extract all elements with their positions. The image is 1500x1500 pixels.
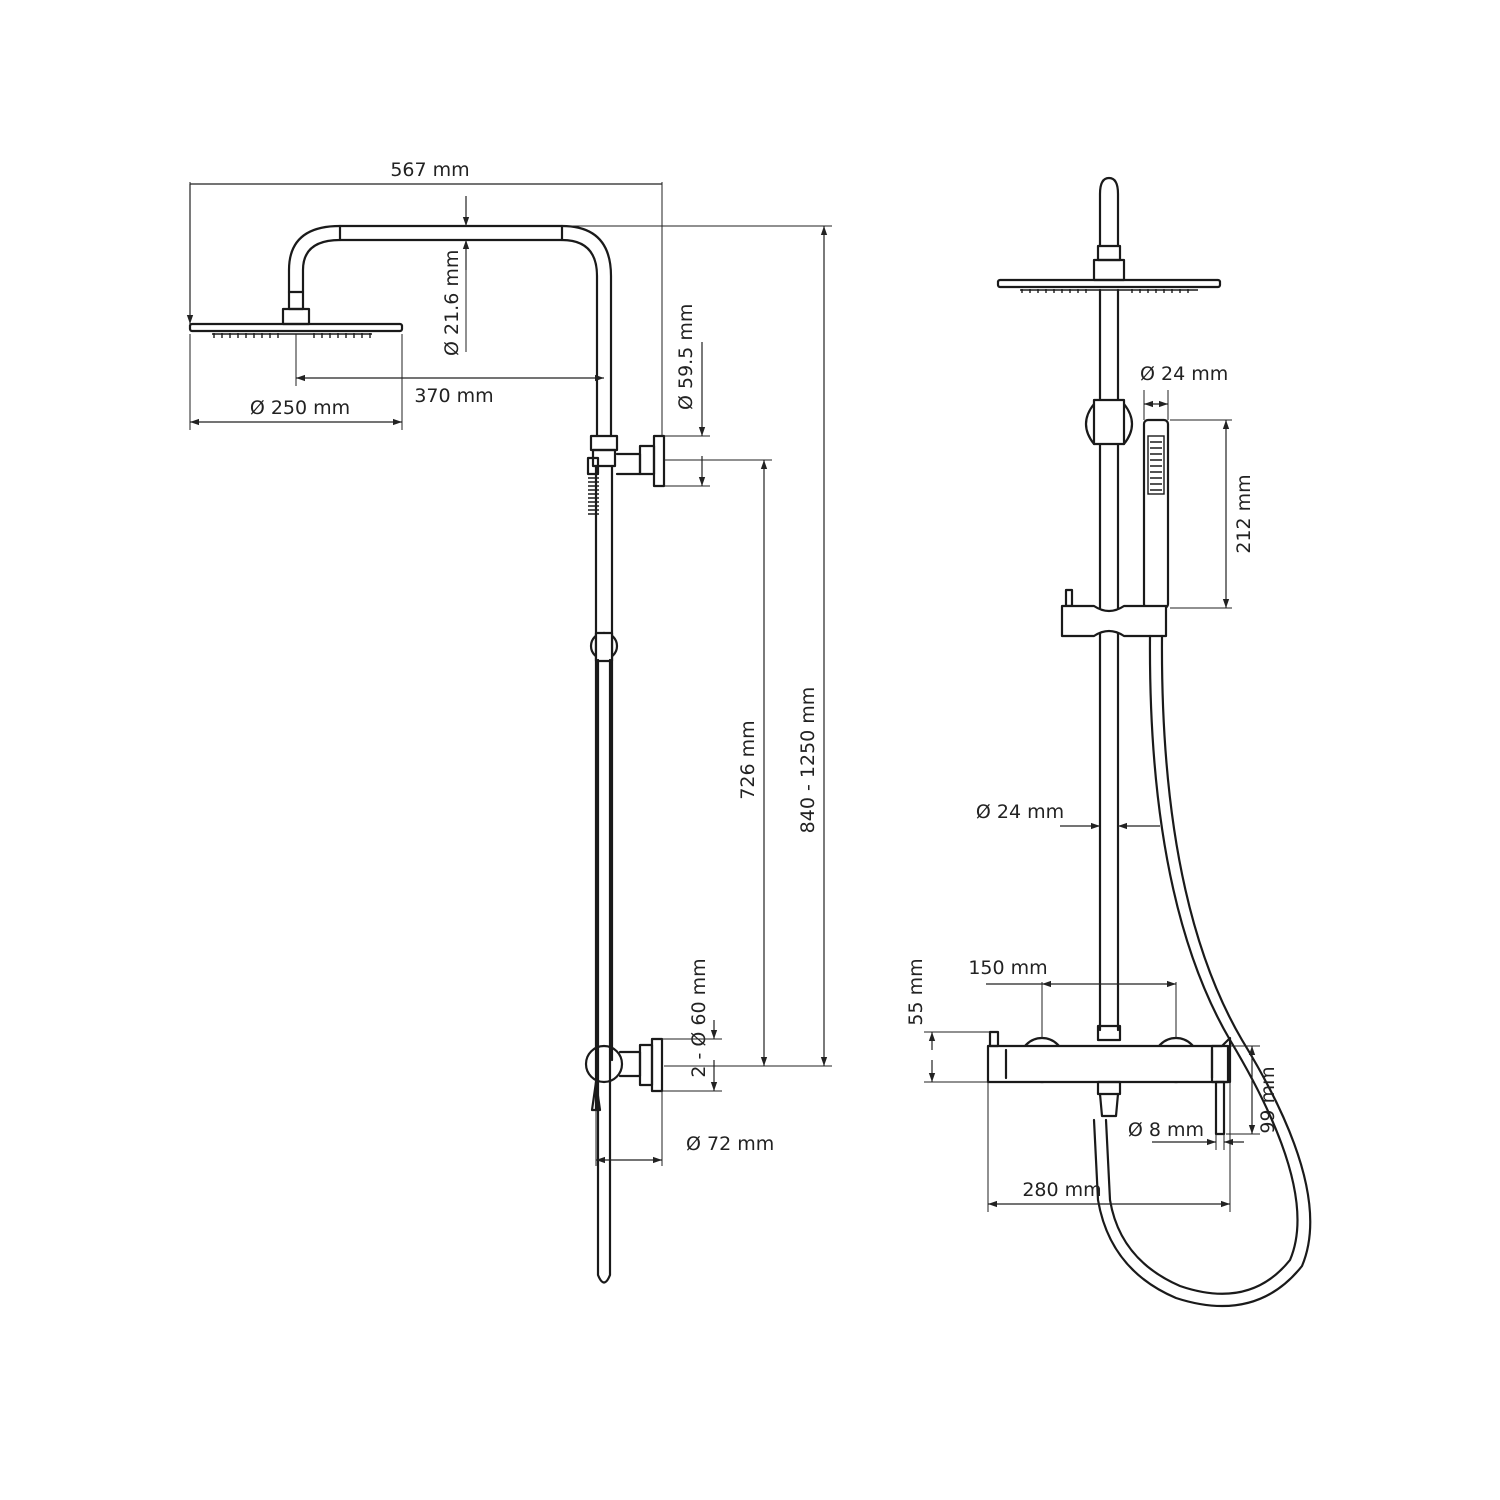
dimensions-front: Ø 24 mm 212 mm Ø 24 mm 150 mm 55 mm <box>905 363 1279 1212</box>
mixer-body-front <box>986 1030 1232 1136</box>
shower-head-front <box>996 176 1222 293</box>
hose-front <box>1092 634 1312 1308</box>
dim-head-diameter: Ø 250 mm <box>250 397 350 419</box>
dim-head-reach: 370 mm <box>414 385 493 407</box>
shower-head-side <box>188 290 404 338</box>
dim-connection-spacing: 726 mm <box>737 720 759 799</box>
dim-overall-width: 567 mm <box>390 159 469 181</box>
hose-side <box>596 658 612 1284</box>
dim-spout-drop: 99 mm <box>1257 1066 1279 1133</box>
dim-inlet-spacing: 150 mm <box>968 957 1047 979</box>
shower-arm-side <box>287 224 613 438</box>
dim-spout-diameter: Ø 8 mm <box>1128 1119 1204 1141</box>
dim-mixer-height: 55 mm <box>905 958 927 1025</box>
dim-height-range: 840 - 1250 mm <box>797 687 819 834</box>
front-view: Ø 24 mm 212 mm Ø 24 mm 150 mm 55 mm <box>905 176 1312 1308</box>
side-view: 567 mm Ø 21.6 mm 370 mm Ø 250 mm Ø 59.5 … <box>186 159 832 1284</box>
dimensions-side: 567 mm Ø 21.6 mm 370 mm Ø 250 mm Ø 59.5 … <box>186 159 832 1166</box>
dim-mixer-width: 280 mm <box>1022 1179 1101 1201</box>
slider-holder-front <box>1060 588 1168 638</box>
dim-handshower-diameter: Ø 24 mm <box>1140 363 1228 385</box>
hand-shower-front <box>1142 418 1170 610</box>
dim-wall-distance: Ø 72 mm <box>686 1133 774 1155</box>
dim-handshower-length: 212 mm <box>1233 474 1255 553</box>
riser-pipe-side <box>588 464 619 1112</box>
dim-lower-flanges: 2 - Ø 60 mm <box>688 958 710 1077</box>
upper-wall-connection <box>586 434 666 488</box>
dim-arm-diameter: Ø 21.6 mm <box>441 250 463 356</box>
dim-riser-diameter: Ø 24 mm <box>976 801 1064 823</box>
dim-upper-flange: Ø 59.5 mm <box>675 304 697 410</box>
riser-pipe-front <box>1084 288 1134 1042</box>
